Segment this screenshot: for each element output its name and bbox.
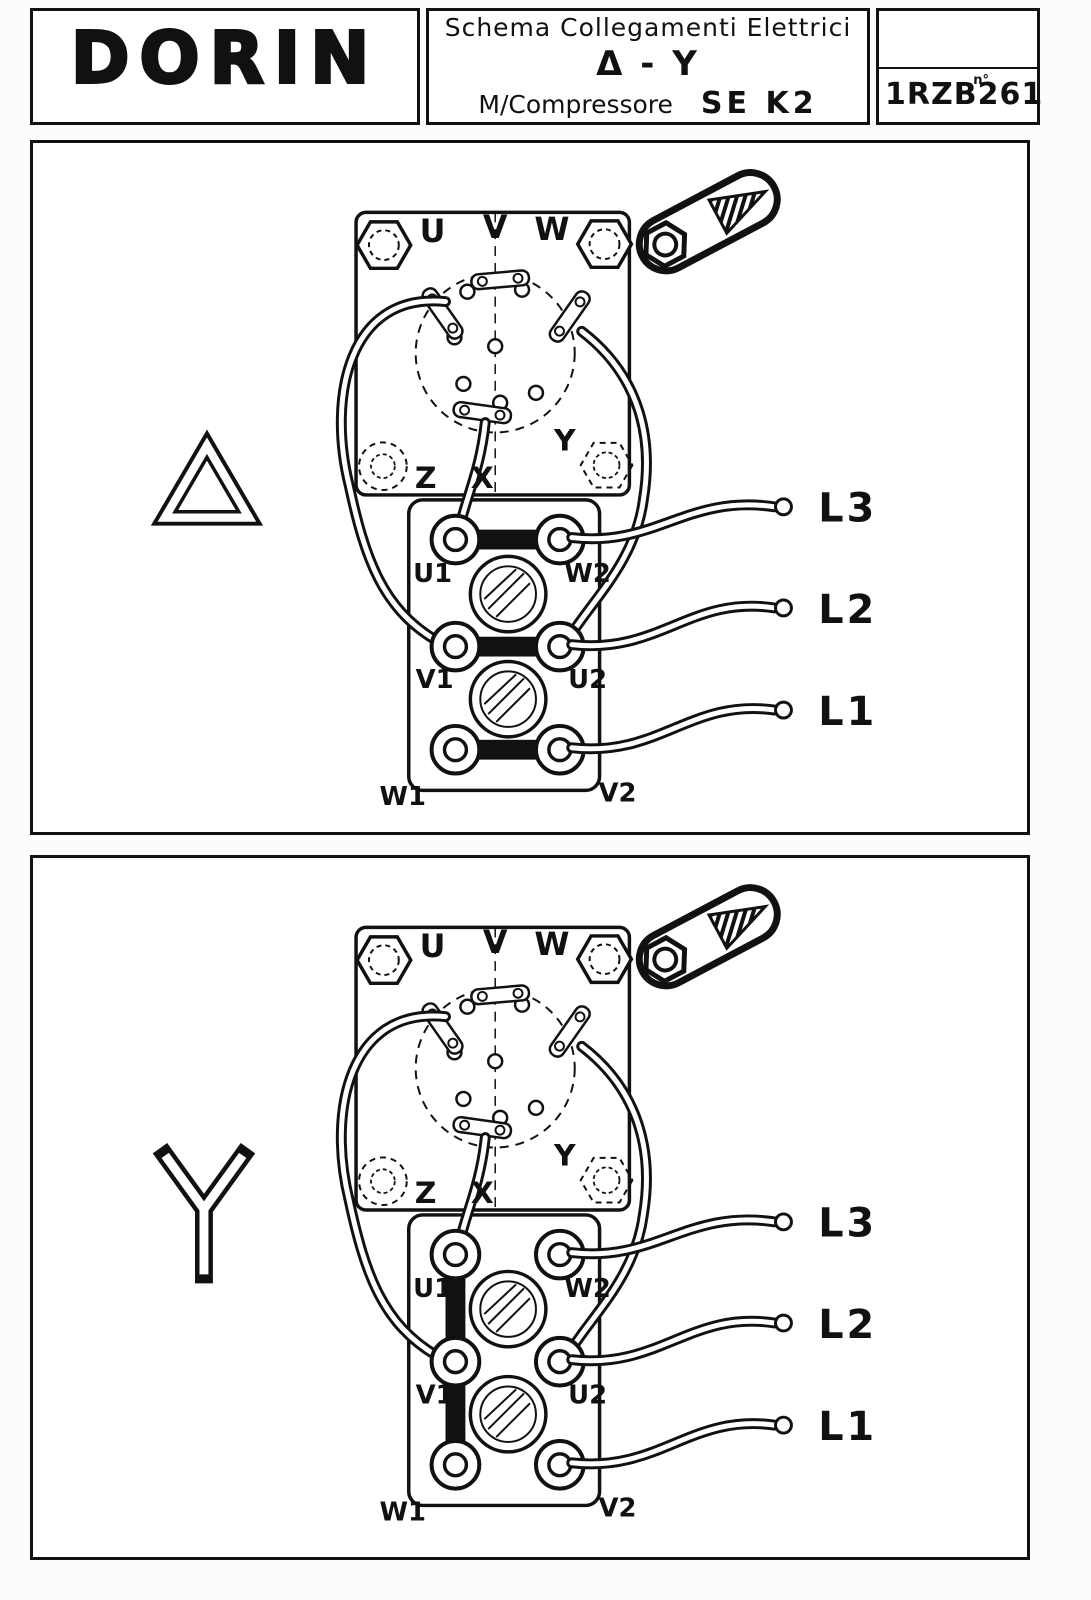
- line-label-l1: L1: [818, 1404, 877, 1450]
- bolt-icon: [575, 219, 634, 270]
- jumper-link: [452, 400, 513, 425]
- title-symbols: Δ - Y: [596, 43, 700, 84]
- stud-label-u2: U2: [568, 665, 607, 695]
- fixing-hole-icon: [358, 1156, 408, 1207]
- cable-plug-icon: [635, 169, 781, 275]
- brand-logo-box: DORIN: [30, 8, 420, 125]
- line-label-l2: L2: [818, 1302, 877, 1348]
- delta-symbol-icon: [150, 429, 264, 526]
- terminal-label-y: Y: [553, 423, 576, 458]
- stud-label-u2: U2: [568, 1380, 607, 1410]
- cable-plug-icon: [635, 884, 781, 990]
- title-line2: M/Compressore SE K2: [478, 86, 817, 121]
- screw-head: [468, 1374, 548, 1454]
- supply-wire: [572, 497, 793, 749]
- delta-wiring-panel: U V W Z X Y U1 W2 V1 U2 W1 V2 L3 L2 L1: [30, 140, 1030, 835]
- title-box: Schema Collegamenti Elettrici Δ - Y M/Co…: [426, 8, 870, 125]
- line-label-l2: L2: [818, 587, 877, 633]
- line-label-l3: L3: [818, 1201, 877, 1247]
- terminal-label-w: W: [534, 927, 569, 963]
- jumper-link: [548, 1005, 591, 1058]
- delta-diagram: U V W Z X Y U1 W2 V1 U2 W1 V2 L3 L2 L1: [150, 169, 877, 812]
- doc-number-empty-cell: [879, 11, 1037, 69]
- stud-label-v1: V1: [416, 1380, 454, 1410]
- stud-label-w1: W1: [380, 782, 426, 812]
- stud-label-v1: V1: [416, 665, 454, 695]
- stud-label-u1: U1: [413, 559, 452, 589]
- star-wiring-panel: U V W Z X Y U1 W2 V1 U2 W1 V2 L3 L2 L1: [30, 855, 1030, 1560]
- jumper-link: [470, 984, 531, 1006]
- stud-label-w2: W2: [564, 559, 610, 589]
- brand-text: DORIN: [71, 17, 380, 100]
- terminal-label-u: U: [420, 214, 446, 250]
- title-line1: Schema Collegamenti Elettrici: [444, 12, 852, 42]
- screw-head: [468, 554, 548, 634]
- terminal-label-z: Z: [415, 1176, 437, 1211]
- jumper-link: [548, 290, 591, 343]
- terminal-label-v: V: [483, 210, 508, 246]
- stud-label-v2: V2: [598, 1493, 636, 1523]
- stud-label-w1: W1: [380, 1497, 426, 1527]
- screw-head: [468, 1269, 548, 1349]
- terminal-studs: [429, 513, 586, 776]
- terminal-label-x: X: [471, 461, 494, 496]
- terminal-label-w: W: [534, 212, 569, 248]
- fixing-hole-icon: [358, 441, 408, 491]
- line-label-l3: L3: [818, 486, 877, 532]
- dorin-logo: DORIN: [69, 15, 380, 101]
- star-symbol-icon: [152, 1142, 256, 1284]
- terminal-label-x: X: [471, 1176, 494, 1211]
- doc-number-label: n°: [973, 73, 989, 88]
- doc-number: 1RZB261: [885, 77, 1044, 112]
- doc-number-box: n° 1RZB261: [876, 8, 1044, 125]
- model-label: SE K2: [700, 85, 818, 121]
- star-diagram: U V W Z X Y U1 W2 V1 U2 W1 V2 L3 L2 L1: [152, 884, 877, 1527]
- compressor-label: M/Compressore: [478, 89, 673, 119]
- bolt-icon: [575, 934, 634, 985]
- fixing-bolt-icon: [579, 441, 634, 489]
- line-label-l1: L1: [818, 689, 877, 735]
- supply-wire: [572, 1212, 793, 1464]
- jumper-link: [470, 269, 531, 291]
- stud-label-w2: W2: [564, 1274, 610, 1304]
- stud-label-u1: U1: [413, 1274, 452, 1304]
- terminal-label-u: U: [420, 929, 446, 965]
- bolt-icon: [355, 935, 413, 986]
- terminal-label-v: V: [483, 925, 508, 961]
- bolt-icon: [355, 220, 413, 271]
- screw-head: [468, 659, 548, 739]
- stud-label-v2: V2: [598, 778, 636, 808]
- terminal-label-y: Y: [553, 1138, 576, 1173]
- terminal-label-z: Z: [415, 461, 437, 496]
